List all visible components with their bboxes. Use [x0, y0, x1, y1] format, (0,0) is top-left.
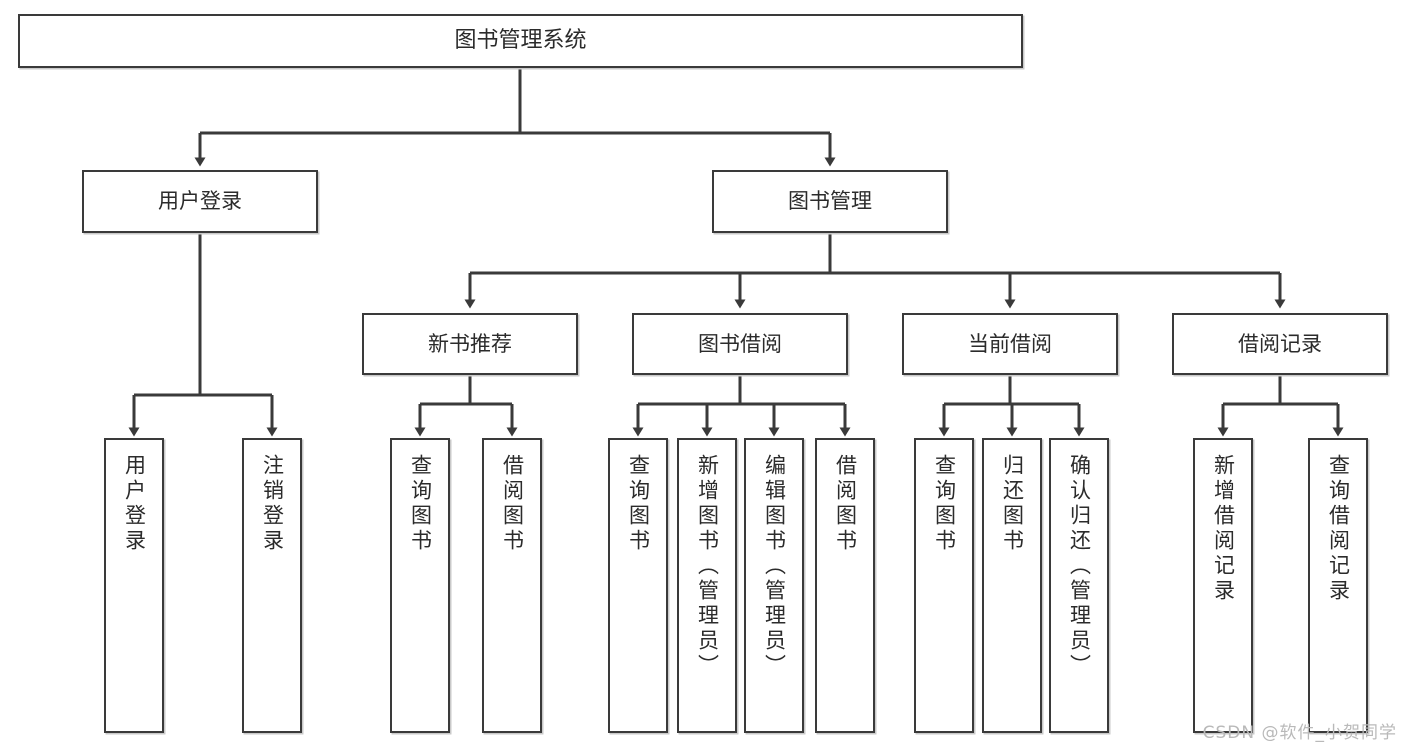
node-label: 新增图书（管理员） [695, 454, 720, 679]
node-label: 借阅图书 [500, 454, 525, 554]
node-leaf-return-book[interactable]: 归还图书 [982, 438, 1042, 733]
node-leaf-borrow-book-1[interactable]: 借阅图书 [482, 438, 542, 733]
node-label: 借阅记录 [1238, 331, 1322, 356]
node-book-manage[interactable]: 图书管理 [712, 170, 948, 233]
node-label: 归还图书 [1000, 454, 1025, 554]
node-leaf-query-borrow-record[interactable]: 查询借阅记录 [1308, 438, 1368, 733]
node-label: 查询借阅记录 [1326, 454, 1351, 604]
node-leaf-add-borrow-record[interactable]: 新增借阅记录 [1193, 438, 1253, 733]
node-label: 图书借阅 [698, 331, 782, 356]
node-leaf-confirm-return-admin[interactable]: 确认归还（管理员） [1049, 438, 1109, 733]
node-label: 查询图书 [626, 454, 651, 554]
node-book-borrow[interactable]: 图书借阅 [632, 313, 848, 375]
node-borrow-record[interactable]: 借阅记录 [1172, 313, 1388, 375]
node-label: 查询图书 [932, 454, 957, 554]
node-label: 图书管理 [788, 189, 872, 214]
node-label: 新书推荐 [428, 331, 512, 356]
node-label: 当前借阅 [968, 331, 1052, 356]
node-leaf-edit-book-admin[interactable]: 编辑图书（管理员） [744, 438, 804, 733]
node-leaf-borrow-book-2[interactable]: 借阅图书 [815, 438, 875, 733]
node-leaf-user-login[interactable]: 用户登录 [104, 438, 164, 733]
node-user-login[interactable]: 用户登录 [82, 170, 318, 233]
node-label: 编辑图书（管理员） [762, 454, 787, 679]
node-leaf-query-book-1[interactable]: 查询图书 [390, 438, 450, 733]
node-label: 注销登录 [260, 454, 285, 554]
node-label: 用户登录 [158, 189, 242, 214]
node-label: 确认归还（管理员） [1067, 454, 1092, 679]
node-label: 新增借阅记录 [1211, 454, 1236, 604]
node-label: 借阅图书 [833, 454, 858, 554]
node-leaf-query-book-3[interactable]: 查询图书 [914, 438, 974, 733]
node-leaf-add-book-admin[interactable]: 新增图书（管理员） [677, 438, 737, 733]
node-new-book-recommend[interactable]: 新书推荐 [362, 313, 578, 375]
node-label: 用户登录 [122, 454, 147, 554]
node-root-book-management-system[interactable]: 图书管理系统 [18, 14, 1023, 68]
node-label: 图书管理系统 [454, 28, 587, 54]
node-current-borrow[interactable]: 当前借阅 [902, 313, 1118, 375]
node-leaf-query-book-2[interactable]: 查询图书 [608, 438, 668, 733]
node-leaf-logout-login[interactable]: 注销登录 [242, 438, 302, 733]
node-label: 查询图书 [408, 454, 433, 554]
